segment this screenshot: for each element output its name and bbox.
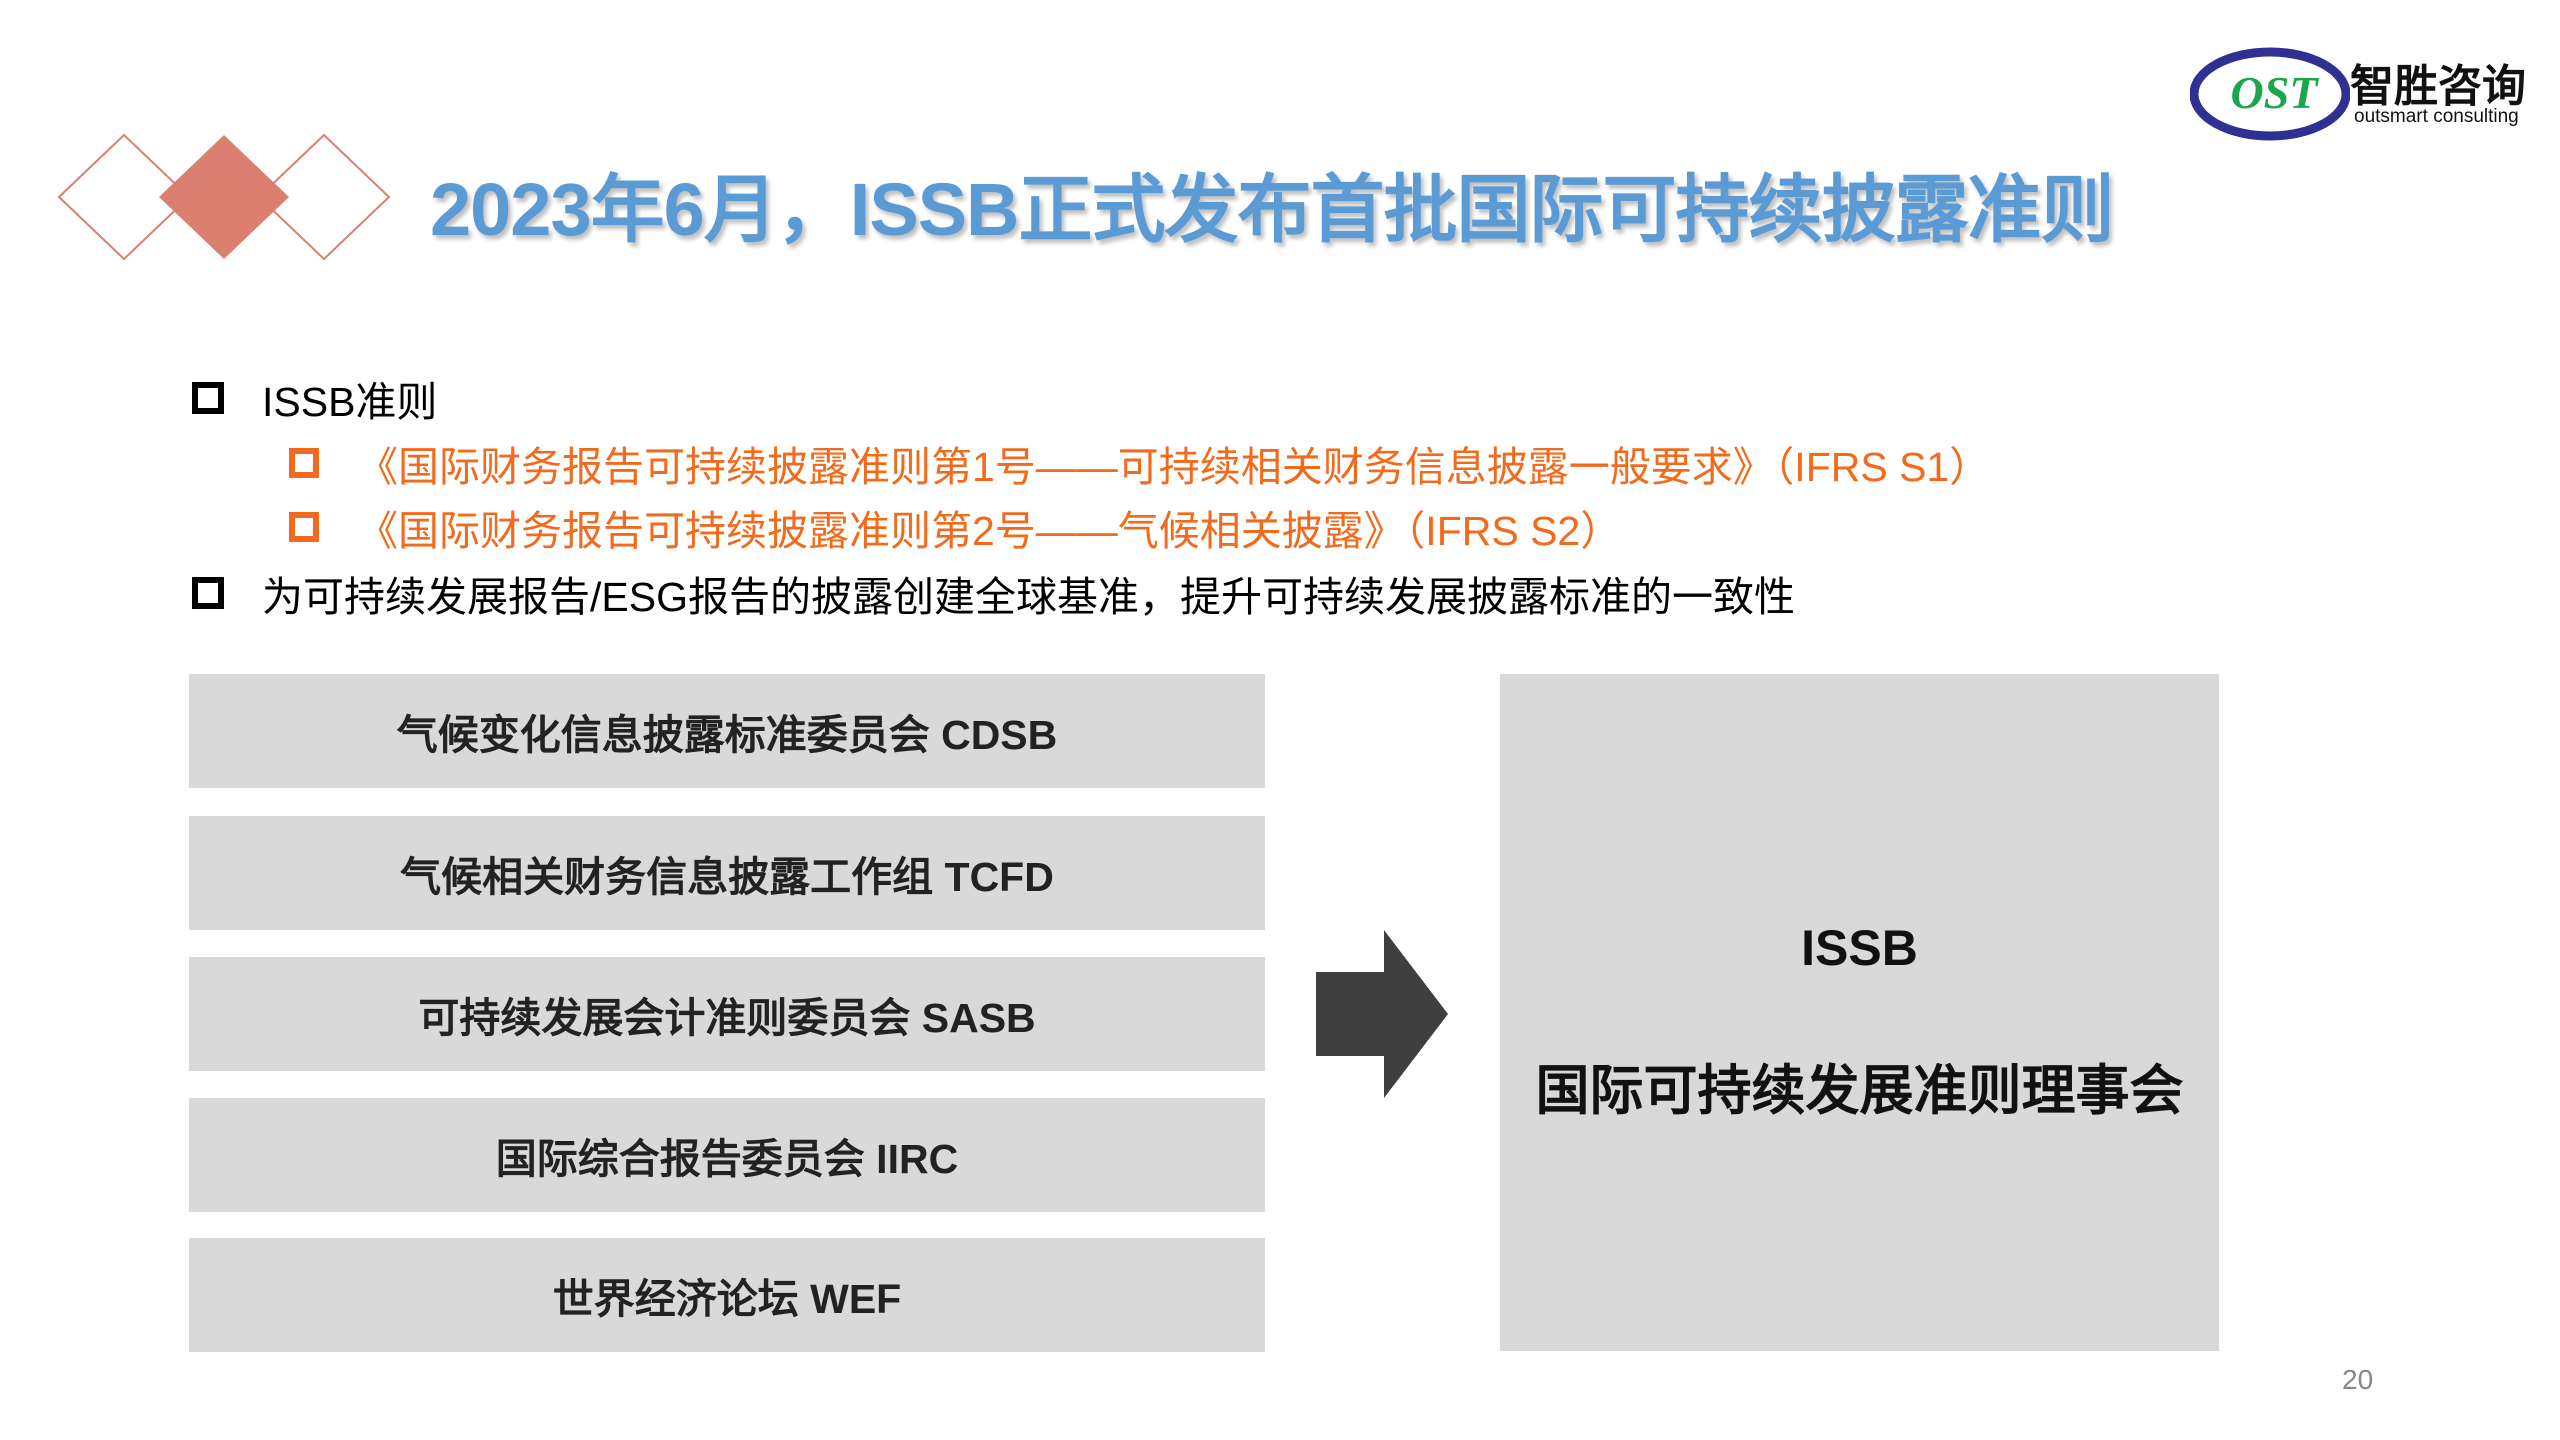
decorative-diamonds-icon <box>57 133 391 261</box>
square-bullet-icon <box>192 382 224 414</box>
square-bullet-icon <box>289 512 319 542</box>
bullet-ifrs-s2: 《国际财务报告可持续披露准则第2号——气候相关披露》（IFRS S2） <box>289 497 1621 557</box>
company-logo: OST 智胜咨询 outsmart consulting <box>2190 44 2530 144</box>
bullet-issb-standards: ISSB准则 <box>192 368 437 428</box>
issb-box: ISSB 国际可持续发展准则理事会 <box>1500 674 2219 1351</box>
ost-logo-icon: OST <box>2190 47 2350 141</box>
bullet-text: 为可持续发展报告/ESG报告的披露创建全球基准，提升可持续发展披露标准的一致性 <box>262 574 1795 620</box>
org-box-cdsb: 气候变化信息披露标准委员会 CDSB <box>189 674 1265 788</box>
page-number: 20 <box>2342 1364 2374 1395</box>
bullet-text: 《国际财务报告可持续披露准则第2号——气候相关披露》（IFRS S2） <box>357 508 1622 554</box>
logo-name-cn: 智胜咨询 <box>2350 62 2526 111</box>
issb-full-name: 国际可持续发展准则理事会 <box>1535 1061 2184 1121</box>
org-box-tcfd: 气候相关财务信息披露工作组 TCFD <box>189 816 1265 930</box>
issb-abbreviation: ISSB <box>1801 920 1918 976</box>
logo-name-en: outsmart consulting <box>2354 106 2519 127</box>
bullet-global-baseline: 为可持续发展报告/ESG报告的披露创建全球基准，提升可持续发展披露标准的一致性 <box>192 563 1795 623</box>
org-box-iirc: 国际综合报告委员会 IIRC <box>189 1098 1265 1212</box>
org-box-sasb: 可持续发展会计准则委员会 SASB <box>189 957 1265 1071</box>
bullet-text: ISSB准则 <box>262 379 438 425</box>
org-box-wef: 世界经济论坛 WEF <box>189 1238 1265 1352</box>
slide-title: 2023年6月，ISSB正式发布首批国际可持续披露准则 <box>430 168 2114 251</box>
svg-text:OST: OST <box>2231 67 2320 118</box>
bullet-text: 《国际财务报告可持续披露准则第1号——可持续相关财务信息披露一般要求》（IFRS… <box>357 444 1991 490</box>
square-bullet-icon <box>289 448 319 478</box>
bullet-ifrs-s1: 《国际财务报告可持续披露准则第1号——可持续相关财务信息披露一般要求》（IFRS… <box>289 433 1990 493</box>
square-bullet-icon <box>192 577 224 609</box>
right-arrow-icon <box>1316 930 1448 1098</box>
